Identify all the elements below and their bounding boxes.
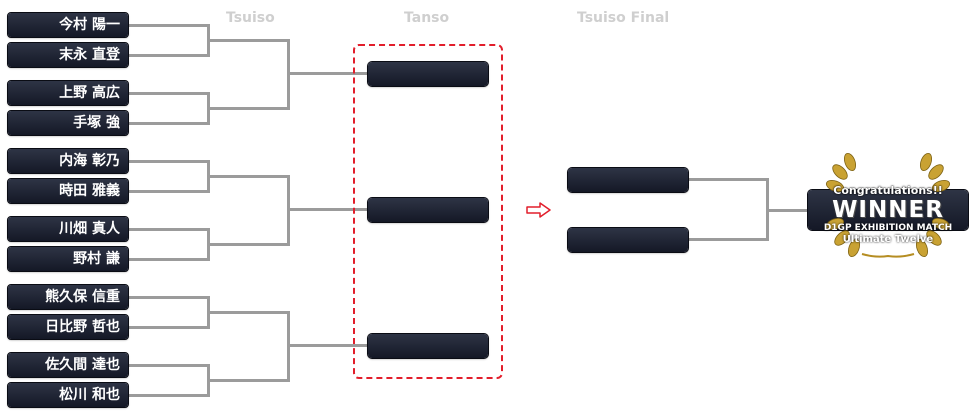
player-slot[interactable]: 今村 陽一	[8, 13, 128, 37]
tanso-group-box	[353, 44, 503, 379]
player-slot[interactable]: 内海 彰乃	[8, 149, 128, 173]
winner-congrats-text: Congratulations!!	[833, 184, 943, 197]
stage-label-tanso: Tanso	[404, 10, 450, 26]
stage-label-tsuiso: Tsuiso	[226, 10, 275, 26]
player-slot[interactable]: 松川 和也	[8, 383, 128, 407]
laurel-wreath-icon	[818, 150, 958, 264]
player-slot[interactable]: 佐久間 達也	[8, 353, 128, 377]
player-slot[interactable]: 日比野 哲也	[8, 315, 128, 339]
player-slot[interactable]: 上野 高広	[8, 81, 128, 105]
player-slot[interactable]: 川畑 真人	[8, 217, 128, 241]
player-slot[interactable]: 熊久保 信重	[8, 285, 128, 309]
stage-label-tsuiso-final: Tsuiso Final	[577, 10, 670, 26]
winner-event-name: D1GP EXHIBITION MATCH	[823, 223, 953, 233]
player-slot[interactable]: 手塚 強	[8, 111, 128, 135]
final-slot-2[interactable]	[568, 228, 688, 252]
tanso-slot-2[interactable]	[368, 198, 488, 222]
tanso-slot-3[interactable]	[368, 334, 488, 358]
player-slot[interactable]: 野村 謙	[8, 247, 128, 271]
right-arrow-icon	[526, 202, 552, 222]
winner-title: WINNER	[832, 197, 944, 223]
player-slot[interactable]: 末永 直登	[8, 43, 128, 67]
tanso-slot-1[interactable]	[368, 62, 488, 86]
final-slot-1[interactable]	[568, 168, 688, 192]
winner-subtitle: Ultimate Twelve	[842, 234, 934, 245]
player-slot[interactable]: 時田 雅義	[8, 179, 128, 203]
